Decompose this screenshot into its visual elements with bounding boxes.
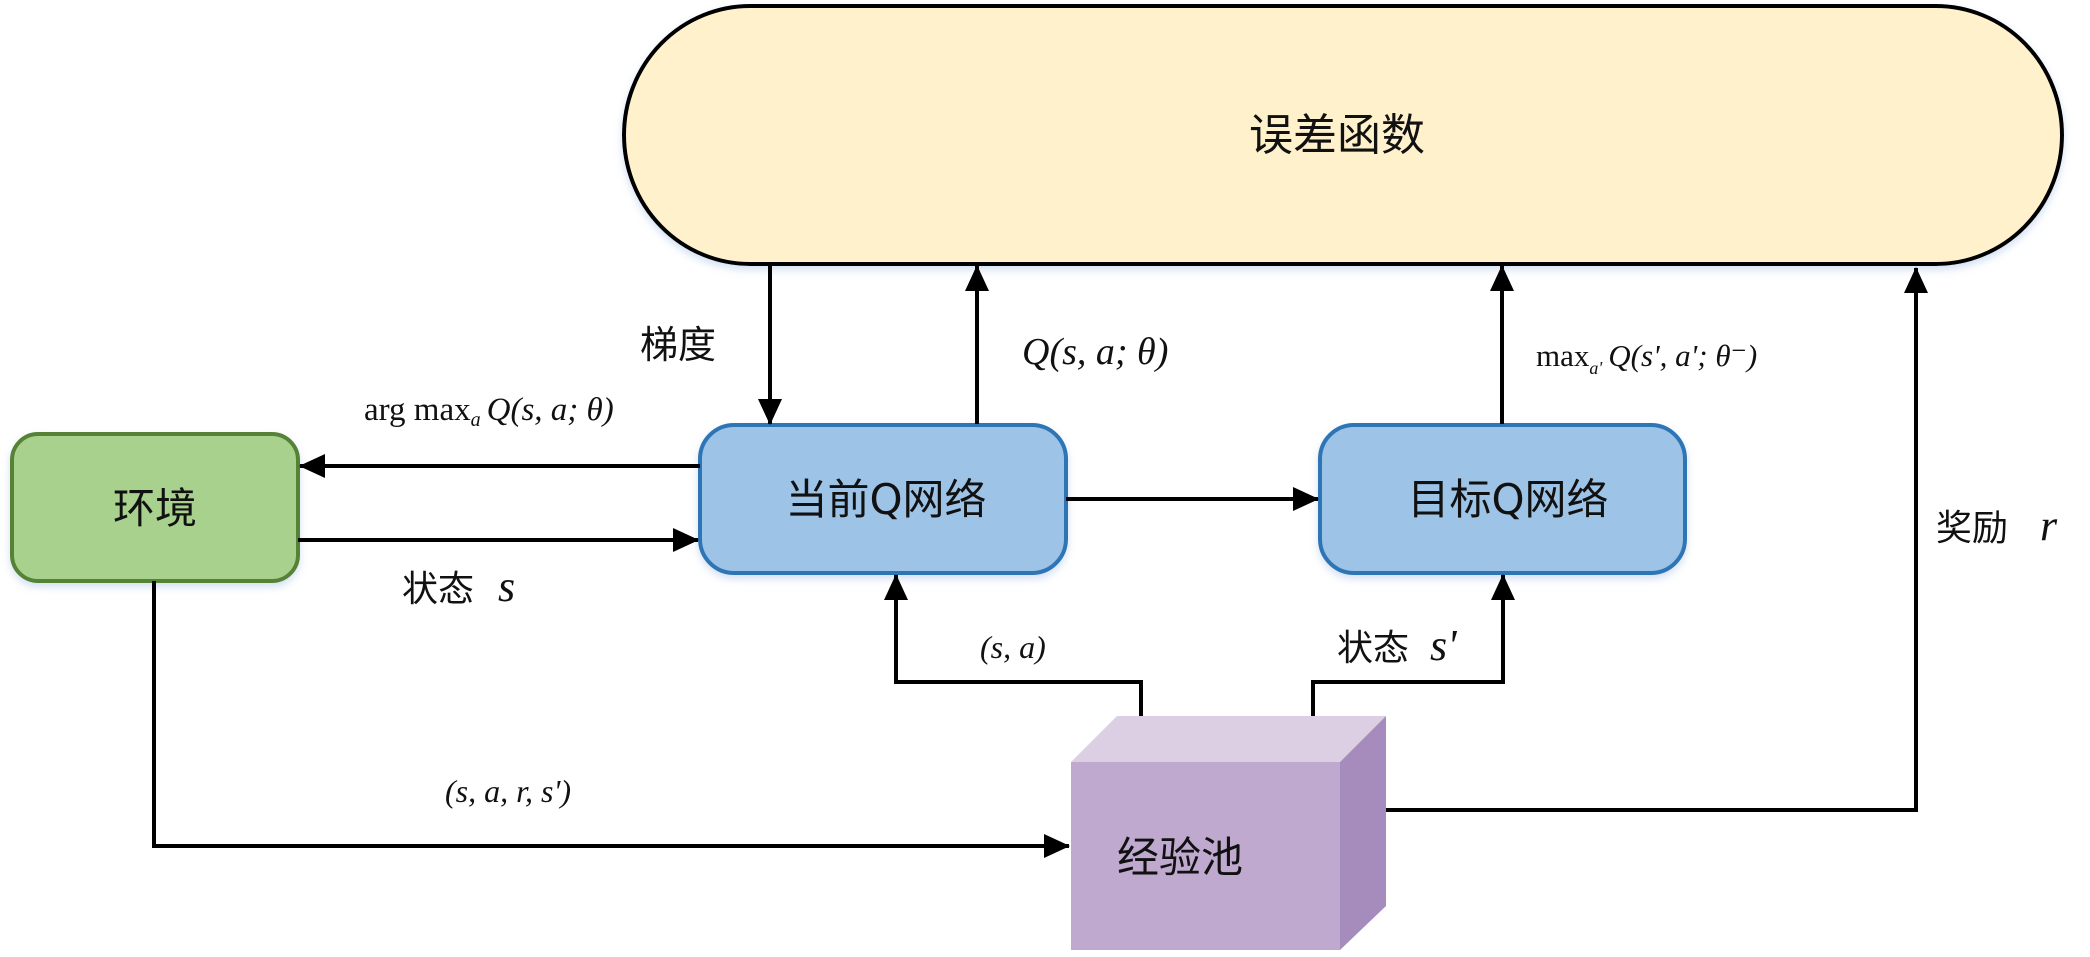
current-q-network-label: 当前Q网络 (785, 475, 986, 524)
q-value-label-args: (s, a; θ) (1049, 331, 1168, 373)
target-value-label-args: (s', a'; θ⁻) (1631, 338, 1758, 373)
replay-pool-side-face (1340, 716, 1386, 950)
reward-arrow (1386, 267, 1928, 812)
action-label-prefix: arg max (364, 392, 471, 428)
state-label: 状态 s (402, 562, 515, 611)
error-function-node: 误差函数 (622, 4, 2064, 266)
target-value-label-prefix: max (1536, 338, 1590, 373)
target-value-label: maxa'Q(s', a'; θ⁻) (1536, 338, 1757, 378)
reward-label-cn: 奖励 (1936, 508, 2008, 549)
target-q-network-node: 目标Q网络 (1318, 423, 1687, 575)
environment-node: 环境 (10, 432, 300, 583)
reward-label: 奖励 r (1936, 501, 2058, 550)
error-function-shape (622, 4, 2064, 266)
sample-sa-label: (s, a) (980, 629, 1046, 665)
next-state-label: 状态 s' (1337, 621, 1458, 670)
target-value-label-sub: a' (1589, 358, 1603, 378)
q-value-label-main: Q (1022, 331, 1049, 373)
gradient-label: 梯度 (640, 323, 716, 367)
target-value-label-main: Q (1608, 338, 1630, 373)
svg-text:maxa'Q(s', a'; θ⁻): maxa'Q(s', a'; θ⁻) (1536, 338, 1757, 378)
replay-pool-front-face (1071, 762, 1340, 950)
replay-pool-node: 经验池 (1071, 716, 1386, 950)
action-label-main: Q (487, 392, 511, 428)
next-state-label-cn: 状态 (1337, 628, 1409, 669)
state-label-var: s (498, 562, 515, 611)
transition-label: (s, a, r, s') (445, 773, 571, 809)
reward-label-var: r (2040, 501, 2058, 550)
svg-text:Q(s, a; θ): Q(s, a; θ) (1022, 331, 1168, 373)
action-label-args: (s, a; θ) (510, 392, 613, 428)
replay-pool-top-face (1071, 716, 1386, 762)
environment-label: 环境 (113, 484, 197, 533)
target-q-network-label: 目标Q网络 (1407, 475, 1608, 524)
sample-sa-arrow (884, 574, 1143, 716)
next-state-label-var: s' (1430, 621, 1458, 670)
target-q-network-shape (1318, 423, 1687, 575)
state-label-cn: 状态 (402, 569, 474, 610)
action-label-sub: a (471, 409, 481, 431)
q-value-label: Q(s, a; θ) (1022, 331, 1168, 373)
current-q-network-node: 当前Q网络 (698, 423, 1068, 575)
replay-pool-label: 经验池 (1117, 833, 1243, 882)
error-function-label: 误差函数 (1249, 110, 1425, 161)
transition-arrow (152, 581, 1070, 858)
next-state-arrow (1311, 574, 1515, 716)
